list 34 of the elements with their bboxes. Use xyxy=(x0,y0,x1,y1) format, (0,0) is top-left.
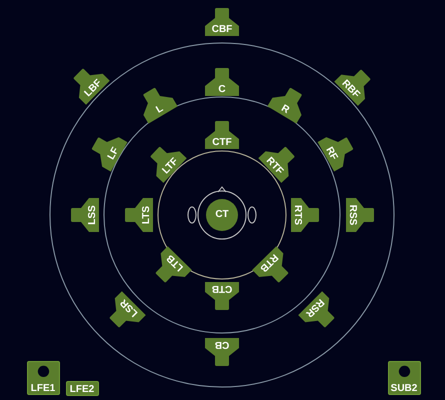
speaker xyxy=(71,198,99,232)
speaker-label: L xyxy=(153,102,166,118)
speaker-label: CTF xyxy=(211,137,233,148)
speaker-label: LSS xyxy=(87,204,98,227)
speaker-label: CTB xyxy=(210,283,234,294)
speaker-label: SUB2 xyxy=(390,383,418,394)
speaker xyxy=(205,338,239,366)
subwoofer xyxy=(66,380,98,396)
speaker-label: R xyxy=(278,102,292,118)
speaker-label: RBF xyxy=(338,77,363,102)
speaker-label: LTS xyxy=(141,204,152,226)
speaker xyxy=(291,198,319,232)
speaker xyxy=(346,198,374,232)
speaker-label: CB xyxy=(214,339,230,350)
speaker-label: CBF xyxy=(210,24,234,35)
speaker-label: LFE2 xyxy=(68,384,96,394)
speaker-label: LTF xyxy=(159,155,182,178)
speaker xyxy=(206,199,238,231)
speaker-label: CT xyxy=(214,209,230,220)
speaker-label: LFE1 xyxy=(30,383,56,394)
subwoofer xyxy=(388,361,420,395)
speaker xyxy=(205,121,239,149)
speaker-label: RF xyxy=(322,144,341,164)
speaker xyxy=(125,198,153,232)
speaker-label: RSS xyxy=(347,204,358,228)
speaker-label: LF xyxy=(104,144,122,164)
speaker-label: RTS xyxy=(292,204,303,227)
speaker-label: RTF xyxy=(262,154,286,179)
speaker xyxy=(205,8,239,36)
speaker xyxy=(205,68,239,96)
speaker xyxy=(205,282,239,310)
speaker-label: C xyxy=(217,84,227,95)
subwoofer xyxy=(26,361,60,395)
speaker-label: LTB xyxy=(164,251,187,276)
